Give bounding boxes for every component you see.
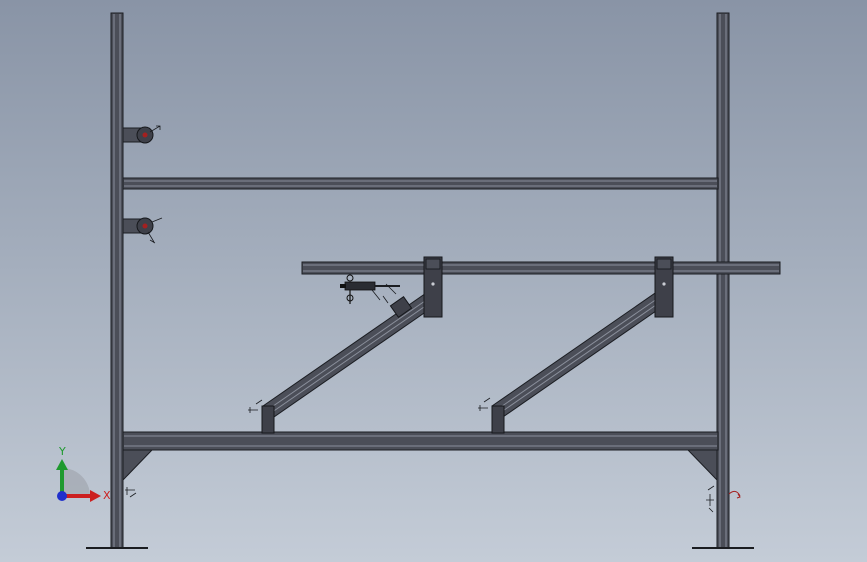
triad-y-label: Y	[58, 445, 66, 458]
triad-x-arrowhead	[90, 490, 101, 502]
left-base-marks	[125, 487, 137, 498]
triad-y-arrowhead	[56, 459, 68, 470]
right-diagonal-brace[interactable]	[491, 288, 670, 434]
left-diagonal-brace[interactable]	[261, 288, 441, 434]
bottom-rail[interactable]	[122, 431, 719, 451]
upper-pivot-mount[interactable]	[122, 125, 161, 144]
upper-rail[interactable]	[122, 177, 719, 190]
right-base-marks	[706, 485, 741, 513]
left-gusset[interactable]	[122, 449, 154, 482]
right-gusset[interactable]	[686, 449, 718, 482]
left-post[interactable]	[86, 12, 148, 549]
left-hanger-bracket[interactable]	[423, 256, 443, 318]
right-brace-marks	[478, 397, 491, 411]
coordinate-triad-icon: Y X	[56, 445, 111, 502]
middle-crossbar[interactable]	[301, 261, 781, 275]
left-brace-marks	[248, 399, 263, 413]
brace-clamp	[389, 295, 413, 319]
turnbuckle-assembly[interactable]	[340, 274, 400, 304]
red-rotation-arrow-icon	[728, 490, 741, 497]
right-hanger-bracket[interactable]	[654, 256, 674, 318]
triad-x-label: X	[103, 489, 111, 502]
left-brace-foot	[261, 405, 275, 434]
right-post[interactable]	[692, 12, 754, 549]
lower-pivot-mount[interactable]	[122, 217, 163, 244]
right-brace-foot	[491, 405, 505, 434]
triad-z-axis	[57, 491, 67, 501]
